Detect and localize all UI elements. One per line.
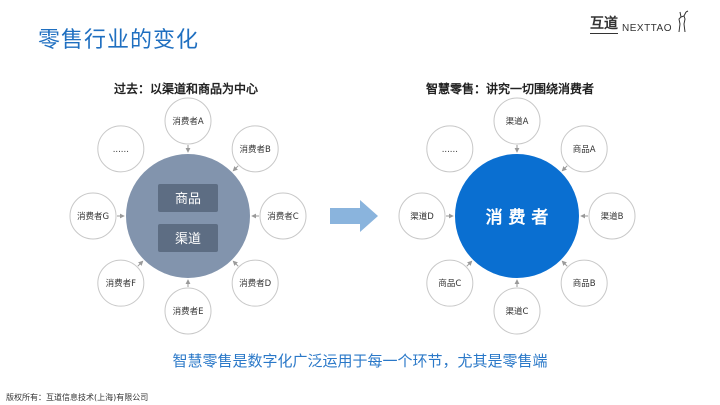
brand-en: NEXTTAO [622, 23, 672, 34]
right-node-circle [398, 192, 446, 240]
right-node-circle [493, 97, 541, 145]
right-node-circle [560, 125, 608, 173]
brand-cn: 互道 [590, 13, 619, 34]
right-node-circle [426, 125, 474, 173]
left-node-label: 消费者B [240, 144, 272, 155]
right-node-label: 商品B [573, 278, 596, 289]
right-connector-arrow [466, 260, 473, 267]
left-node-label: 消费者D [239, 278, 272, 289]
left-node-label: 消费者F [106, 278, 137, 289]
right-node-label: 渠道D [410, 211, 434, 222]
left-node-label: ...... [113, 145, 129, 155]
right-node-circle [588, 192, 636, 240]
consumer-center-label: 消 费 者 [486, 207, 549, 228]
left-node-label: 消费者C [267, 211, 299, 222]
footer-note: 智慧零售是数字化广泛运用于每一个环节，尤其是零售端 [172, 352, 548, 370]
right-node-circle [426, 259, 474, 307]
left-connector-arrow [137, 260, 144, 267]
right-subtitle: 智慧零售：讲究一切围绕消费者 [425, 82, 594, 96]
right-node-label: 商品C [438, 278, 461, 289]
left-node-circle [69, 192, 117, 240]
copyright: 版权所有：互道信息技术(上海)有限公司 [6, 393, 149, 402]
right-node-label: 渠道C [506, 306, 529, 317]
left-node-circle [259, 192, 307, 240]
right-center-circle [455, 154, 579, 278]
deer-icon [678, 10, 689, 33]
left-diagram: 消费者A 消费者B 消费者C 消费者D 消费者E 消费者F 消费者G...... 商品 渠道 [69, 97, 307, 335]
right-node-label: 商品A [573, 144, 596, 155]
left-center-circle [126, 154, 250, 278]
right-node-label: ...... [442, 145, 458, 155]
left-node-label: 消费者A [172, 116, 204, 127]
brand-logo: 互道 NEXTTAO [590, 10, 690, 34]
left-node-label: 消费者E [173, 306, 204, 317]
left-connector-arrow [232, 165, 239, 172]
left-node-circle [231, 259, 279, 307]
left-node-circle [97, 125, 145, 173]
left-node-circle [97, 259, 145, 307]
left-node-label: 消费者G [77, 211, 109, 222]
transition-arrow [330, 200, 378, 232]
channel-box [158, 224, 218, 252]
left-node-circle [231, 125, 279, 173]
product-box-label: 商品 [175, 192, 201, 207]
channel-box-label: 渠道 [175, 232, 201, 247]
left-node-circle [164, 287, 212, 335]
right-node-circle [493, 287, 541, 335]
product-box [158, 184, 218, 212]
right-connector-arrow [561, 165, 568, 172]
right-node-label: 渠道B [601, 211, 624, 222]
left-node-circle [164, 97, 212, 145]
left-subtitle: 过去：以渠道和商品为中心 [113, 82, 258, 96]
right-node-circle [560, 259, 608, 307]
right-diagram: 渠道A 商品A 渠道B 商品B 渠道C 商品C 渠道D...... 消 费 者 [398, 97, 636, 335]
right-node-label: 渠道A [506, 116, 529, 127]
page-title: 零售行业的变化 [38, 28, 200, 53]
left-connector-arrow [232, 260, 239, 267]
right-connector-arrow [561, 260, 568, 267]
